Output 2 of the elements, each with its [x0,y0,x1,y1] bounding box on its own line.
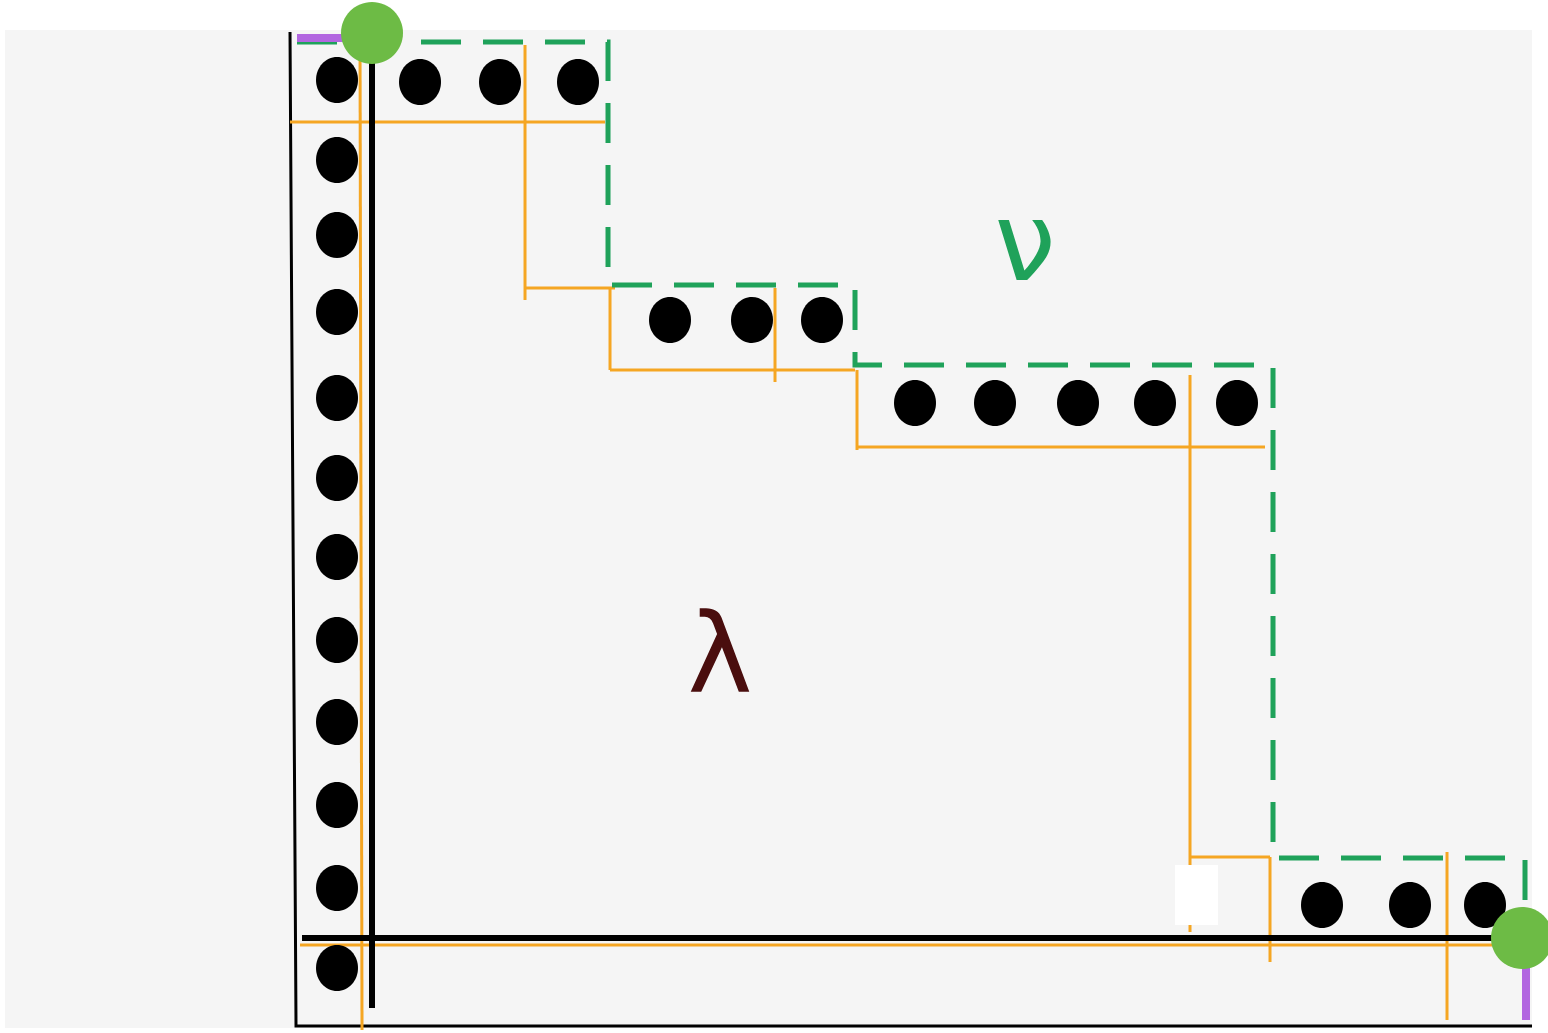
greek-letter: λ [690,608,750,692]
greek-letter: ν [998,219,1051,281]
